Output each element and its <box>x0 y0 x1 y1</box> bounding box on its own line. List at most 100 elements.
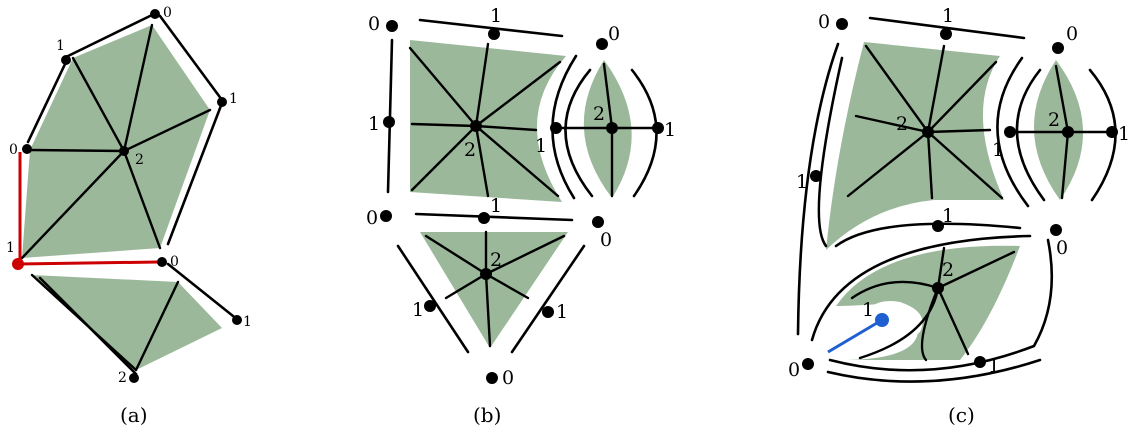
panel-b-square-spokes <box>408 42 562 198</box>
panel-c-vertex <box>1050 224 1062 236</box>
panel-b-label: 0 <box>608 23 620 45</box>
panel-a: 0 1 1 0 2 1 0 1 2 (a) <box>6 5 252 427</box>
panel-b-vertex <box>480 268 492 280</box>
panel-b-vertex <box>470 120 482 132</box>
panel-c-label: 2 <box>1048 109 1060 131</box>
panel-c-label: 1 <box>1118 123 1130 145</box>
panel-a-vertex <box>157 257 167 267</box>
panel-c-vertex <box>802 358 814 370</box>
panel-b-triangle-spokes <box>424 230 566 348</box>
panel-b-label: 0 <box>600 229 612 251</box>
panel-a-vertex <box>150 9 160 19</box>
panel-c-vertex <box>1052 42 1064 54</box>
panel-c-label: 1 <box>942 205 954 227</box>
panel-a-vertex <box>232 315 242 325</box>
panel-b-label: 1 <box>664 119 676 141</box>
panel-a-lower-face <box>32 275 222 370</box>
panel-b-label: 2 <box>464 139 476 161</box>
panel-c-label: 1 <box>988 355 1000 377</box>
panel-c-label: 0 <box>1066 23 1078 45</box>
panel-c-blue-vertex <box>875 313 889 327</box>
panel-b-label: 1 <box>490 5 502 27</box>
panel-a-red-vertex <box>12 258 24 270</box>
panel-b-caption: (b) <box>473 403 501 427</box>
panel-b-label: 0 <box>502 367 514 389</box>
panel-c-vertex <box>922 126 934 138</box>
panel-b-vertex <box>424 300 436 312</box>
panel-b-vertex <box>380 210 392 222</box>
panel-b-label: 1 <box>412 299 424 321</box>
panel-b-label: 1 <box>490 195 502 217</box>
panel-b-boundary <box>386 18 658 354</box>
panel-a-label: 2 <box>118 370 127 386</box>
panel-c-label: 1 <box>942 5 954 27</box>
panel-a-label: 0 <box>170 254 179 270</box>
panel-b-triangle-face <box>420 232 568 348</box>
panel-a-caption: (a) <box>120 403 148 427</box>
panel-c-vertex <box>810 170 822 182</box>
panel-c-large-spokes <box>846 44 1004 200</box>
panel-a-vertex <box>129 373 139 383</box>
panel-a-label: 2 <box>135 152 144 168</box>
panel-c-lower-face <box>836 245 1020 360</box>
panel-a-vertex <box>217 97 227 107</box>
panel-b-vertex <box>478 212 490 224</box>
panel-c-caption: (c) <box>948 403 975 427</box>
panel-a-spokes <box>20 23 212 372</box>
panel-c-vertex <box>974 356 986 368</box>
panel-a-upper-face <box>22 25 210 258</box>
panel-c-vertex <box>1106 126 1118 138</box>
panel-b-vertex <box>652 122 664 134</box>
panel-c-vertex <box>836 18 848 30</box>
panel-b: 0 1 1 2 1 0 2 1 0 1 0 2 1 1 0 (b) <box>366 5 676 427</box>
panel-b-vertex <box>486 372 498 384</box>
panel-b-square-face <box>410 40 566 202</box>
panel-a-label: 1 <box>6 240 15 256</box>
panel-b-label: 2 <box>593 103 605 125</box>
panel-a-label: 0 <box>163 5 172 21</box>
panel-c-label: 0 <box>818 11 830 33</box>
panel-a-label: 0 <box>9 142 18 158</box>
panel-c: 0 1 0 2 1 2 1 1 1 0 2 1 0 1 (c) <box>788 5 1130 427</box>
panel-c-label: 0 <box>788 359 800 381</box>
panel-b-label: 1 <box>368 113 380 135</box>
panel-c-lens-spokes <box>1008 64 1110 200</box>
panel-b-label: 1 <box>556 301 568 323</box>
panel-c-vertex <box>932 220 944 232</box>
panel-b-vertex <box>606 122 618 134</box>
panel-b-vertex <box>488 28 500 40</box>
panel-b-vertex <box>383 116 395 128</box>
panel-b-label: 1 <box>535 135 547 157</box>
panel-c-lens-face <box>1033 60 1084 200</box>
panel-b-vertex <box>386 20 398 32</box>
panel-b-label: 0 <box>366 207 378 229</box>
panel-c-vertex <box>932 282 944 294</box>
panel-b-label: 0 <box>368 13 380 35</box>
panel-a-label: 1 <box>243 314 252 330</box>
panel-c-vertex <box>1062 126 1074 138</box>
panel-c-label: 2 <box>942 259 954 281</box>
panel-b-vertex <box>550 122 562 134</box>
panel-b-label: 2 <box>490 249 502 271</box>
panel-c-lower-spokes <box>850 246 1016 362</box>
panel-c-vertex <box>940 28 952 40</box>
panel-c-boundary <box>796 16 1117 383</box>
panel-a-vertex <box>22 144 32 154</box>
panel-a-vertex <box>61 55 71 65</box>
panel-b-vertex <box>592 216 604 228</box>
panel-c-label: 2 <box>896 113 908 135</box>
panel-a-vertex <box>119 146 129 156</box>
panel-c-label: 1 <box>992 139 1004 161</box>
panel-a-label: 1 <box>229 91 238 107</box>
panel-c-large-face <box>826 42 1004 250</box>
panel-a-boundary <box>26 14 240 376</box>
panel-c-label: 1 <box>796 171 808 193</box>
panel-a-label: 1 <box>56 38 65 54</box>
panel-c-label: 0 <box>1056 237 1068 259</box>
panel-c-label: 1 <box>862 299 874 321</box>
panel-b-vertex <box>596 38 608 50</box>
panel-c-blue-edge <box>827 318 883 354</box>
panel-b-vertex <box>542 306 554 318</box>
panel-c-vertex <box>1004 126 1016 138</box>
